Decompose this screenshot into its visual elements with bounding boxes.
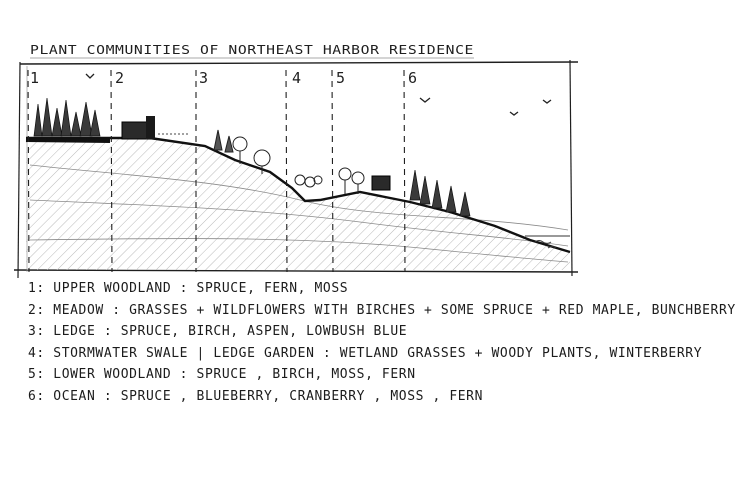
legend-item-ledge: 3: LEDGE : SPRUCE, BIRCH, ASPEN, LOWBUSH… [28,323,408,340]
bird-icons [85,73,552,116]
zone-label-2: 2 [115,69,125,87]
legend-item-stormwater-swale: 4: STORMWATER SWALE | LEDGE GARDEN : WET… [28,345,703,361]
zone-label-1: 1 [30,69,40,87]
spruce-trees-upper [33,97,101,137]
diagram-title: PLANT COMMUNITIES OF NORTHEAST HARBOR RE… [30,42,474,57]
ground-hatch [26,138,570,270]
ocean-water [525,235,570,249]
lower-woodland-trees [338,167,391,194]
house-icon [121,116,190,140]
zone-label-6: 6 [408,69,418,87]
zone-label-5: 5 [336,69,346,87]
legend-item-meadow: 2: MEADOW : GRASSES + WILDFLOWERS WITH B… [28,302,736,318]
legend-item-upper-woodland: 1: UPPER WOODLAND : SPRUCE, FERN, MOSS [28,280,349,297]
legend-item-ocean: 6: OCEAN : SPRUCE , BLUEBERRY, CRANBERRY… [28,388,484,404]
swale-shrubs [294,174,323,188]
ground-surface [26,136,571,254]
birch-trees-ledge [213,129,271,174]
zone-label-3: 3 [199,69,209,87]
zone-dividers [27,69,406,273]
legend-item-lower-woodland: 5: LOWER WOODLAND : SPRUCE , BIRCH, MOSS… [28,366,416,383]
spruce-trees-ocean [409,169,471,217]
zone-label-4: 4 [292,69,302,87]
plant-community-legend: 1: UPPER WOODLAND : SPRUCE, FERN, MOSS 2… [28,278,744,407]
upper-ground-dark [25,138,111,143]
